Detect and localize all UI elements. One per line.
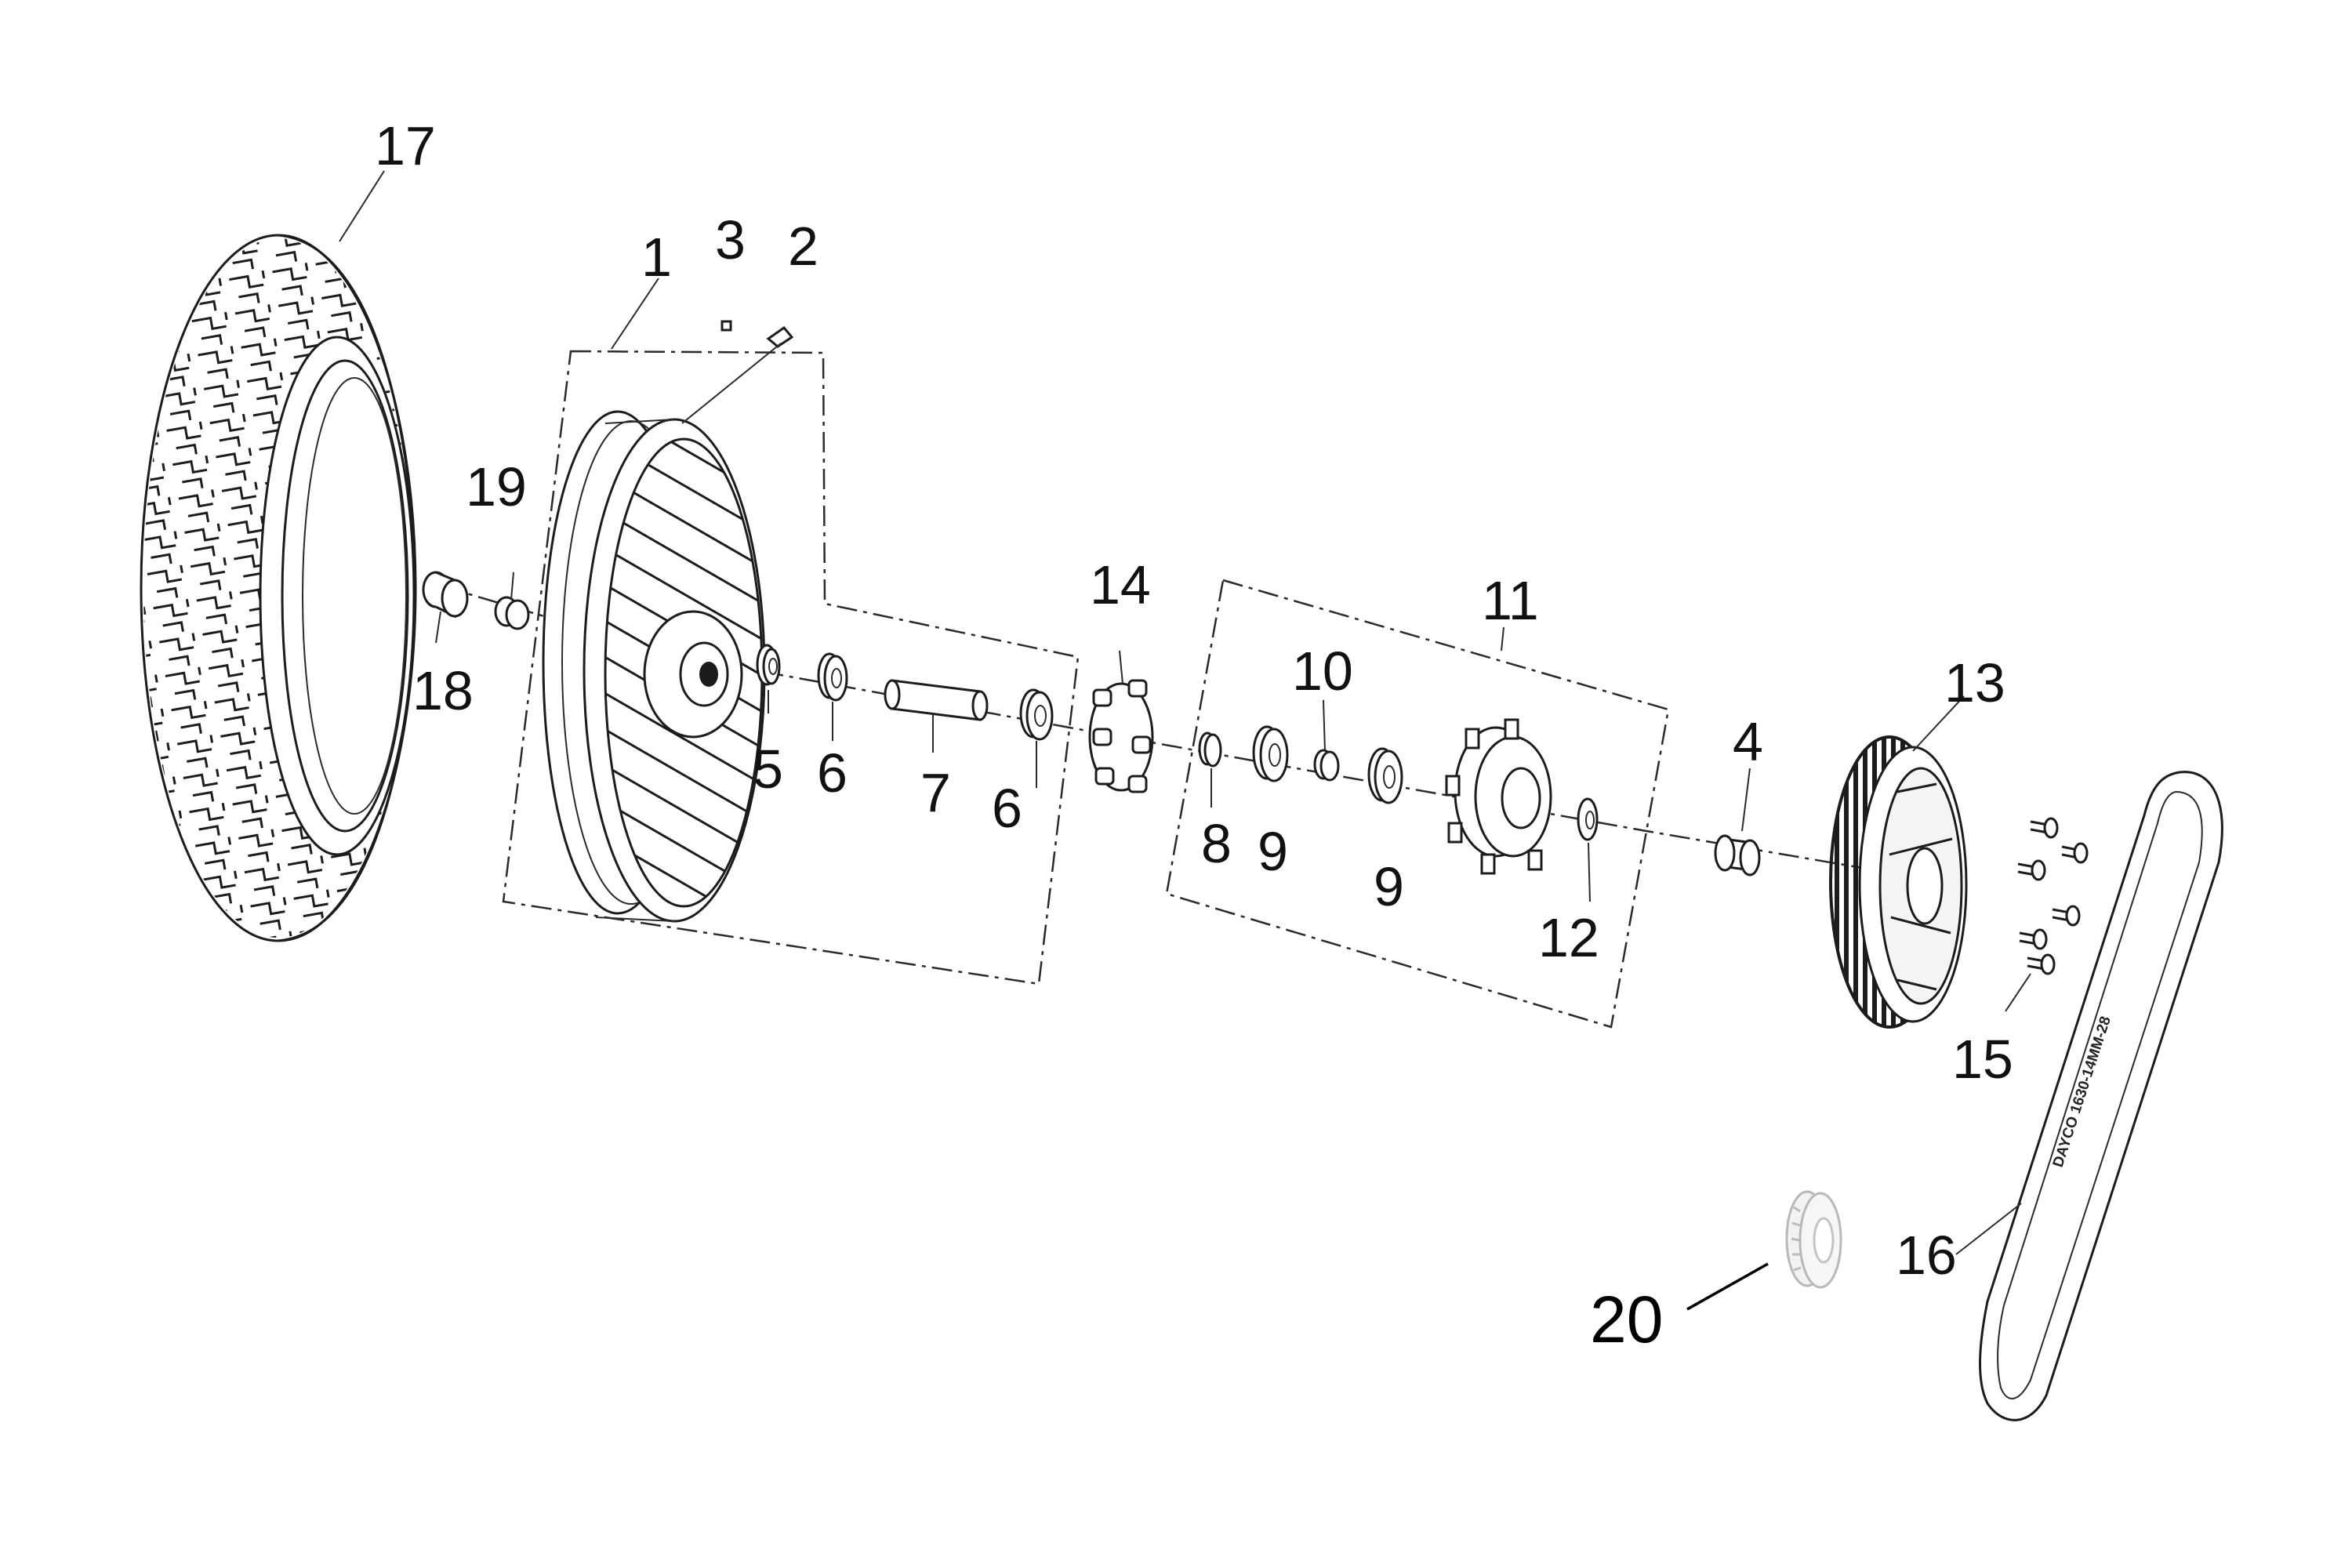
wheel-group-outline [502,350,1080,985]
tire [140,234,417,942]
callout-labels: 1 2 3 4 5 6 6 7 8 9 9 10 11 12 13 14 15 … [375,115,2013,1356]
label-5: 5 [753,739,783,800]
part-7-spacer-tube [884,679,989,721]
part-6-bearing-right [1019,688,1054,741]
label-8: 8 [1201,813,1232,874]
label-17: 17 [375,115,436,176]
label-7: 7 [920,762,951,823]
label-13: 13 [1944,652,2005,713]
label-12: 12 [1538,907,1599,968]
label-18: 18 [412,660,474,721]
part-19-bearing [494,596,530,630]
label-4: 4 [1733,711,1763,772]
part-2-valve [681,325,794,424]
label-6-left: 6 [817,742,848,804]
label-9-right: 9 [1374,856,1404,917]
label-3: 3 [715,209,746,270]
part-18-spacer [422,571,469,619]
carrier-group-outline [1165,579,1670,1029]
label-11: 11 [1482,570,1539,631]
part-10-spacer [1313,749,1340,782]
part-13-belt-pulley [1829,735,1968,1029]
label-14: 14 [1090,554,1151,615]
leader-lines [339,170,2031,1311]
part-5-seal [756,644,781,686]
part-3-plug [720,320,732,332]
cast-wheel [542,410,766,923]
label-1: 1 [641,227,672,288]
part-9-bearing-left [1252,725,1289,782]
label-6-right: 6 [992,778,1022,839]
label-2: 2 [788,216,818,277]
label-20: 20 [1590,1283,1663,1356]
part-4-collar [1714,834,1761,877]
part-12-washer [1577,797,1599,841]
part-15-bolts [2017,817,2089,975]
label-9-left: 9 [1258,821,1288,882]
part-14-cush-drive [1088,679,1154,793]
part-9-bearing-right [1367,747,1403,804]
label-15: 15 [1952,1029,2013,1090]
label-16: 16 [1896,1225,1957,1286]
label-19: 19 [466,456,527,517]
label-10: 10 [1292,641,1353,702]
part-20-front-pulley [1785,1190,1842,1289]
part-16-drive-belt: DAYCO 1630-14MM-28 [1979,771,2223,1421]
part-8-seal [1198,731,1222,768]
part-6-bearing-left [817,652,848,702]
part-11-sprocket-carrier [1445,718,1552,875]
